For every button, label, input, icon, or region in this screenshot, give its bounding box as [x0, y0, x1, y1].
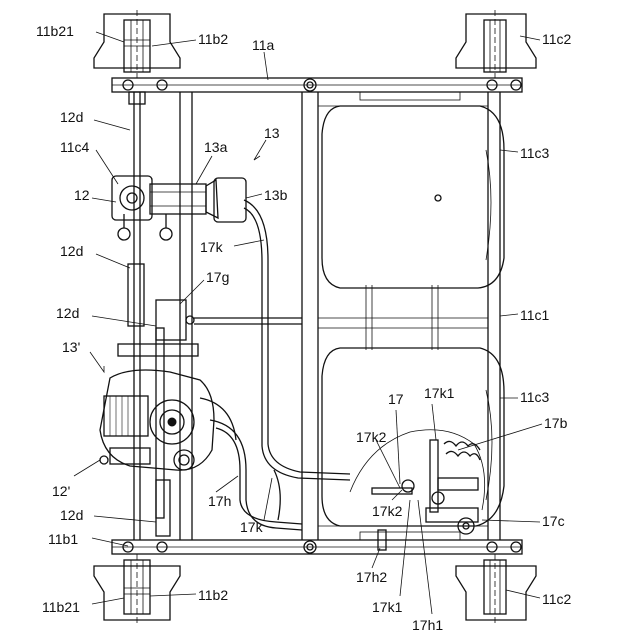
label-17k2-top: 17k2: [356, 429, 387, 445]
foot-bottom-right: [456, 554, 536, 624]
label-12prime: 12': [52, 483, 70, 499]
label-12d-1: 12d: [60, 109, 83, 125]
motor-unit-12: [112, 176, 218, 240]
cushion-lower: [322, 348, 504, 526]
label-17b: 17b: [544, 415, 568, 431]
label-11b2-bot: 11b2: [198, 587, 228, 603]
cable-17g: [156, 300, 302, 340]
label-12d-3: 12d: [56, 305, 79, 321]
label-13b: 13b: [264, 187, 288, 203]
foot-top-right: [456, 10, 536, 78]
label-13prime: 13': [62, 339, 80, 355]
label-17h: 17h: [208, 493, 231, 509]
label-11c2-bot: 11c2: [542, 591, 572, 607]
engine-13prime: [100, 370, 214, 470]
cushion-upper: [322, 106, 504, 288]
label-12d-4: 12d: [60, 507, 83, 523]
label-11b21-top: 11b21: [36, 23, 74, 39]
frame-bottom-rail: [112, 540, 522, 554]
label-17h1: 17h1: [412, 617, 443, 633]
label-12d-2: 12d: [60, 243, 83, 259]
label-17h2: 17h2: [356, 569, 387, 585]
label-12: 12: [74, 187, 90, 203]
frame-cross-members: [318, 92, 488, 540]
label-11c3-bot: 11c3: [520, 389, 550, 405]
label-17k2-mid: 17k2: [372, 503, 403, 519]
label-17: 17: [388, 391, 404, 407]
label-17k1-bot: 17k1: [372, 599, 403, 615]
label-11b1: 11b1: [48, 531, 78, 547]
label-17k1-top: 17k1: [424, 385, 455, 401]
frame-top-rail: [112, 78, 522, 92]
hose-17k-upper: [244, 200, 350, 480]
label-11c3-top: 11c3: [520, 145, 550, 161]
tank-13b: [214, 178, 246, 222]
label-11b2-top: 11b2: [198, 31, 228, 47]
label-13a: 13a: [204, 139, 228, 155]
foot-bottom-left: [94, 554, 180, 624]
label-17c: 17c: [542, 513, 565, 529]
label-13: 13: [264, 125, 280, 141]
label-11a: 11a: [252, 37, 275, 53]
label-17g: 17g: [206, 269, 229, 285]
label-17k-bot: 17k: [240, 519, 264, 535]
label-11c4: 11c4: [60, 139, 90, 155]
label-11c1: 11c1: [520, 307, 550, 323]
label-17k-top: 17k: [200, 239, 224, 255]
label-11b21-bot: 11b21: [42, 599, 80, 615]
label-11c2-top: 11c2: [542, 31, 572, 47]
frame-right-rail: [488, 92, 500, 540]
